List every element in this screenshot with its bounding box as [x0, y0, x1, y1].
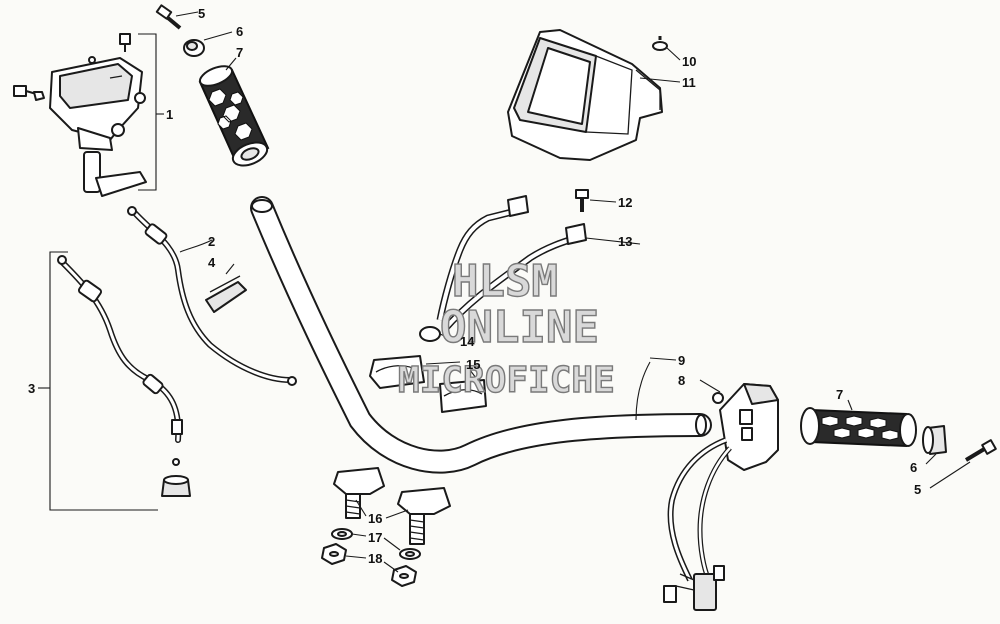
callout-6-right: 6 [910, 460, 917, 475]
callout-10: 10 [682, 54, 696, 69]
callout-7-right: 7 [836, 387, 843, 402]
handlebar [250, 196, 712, 474]
callout-7-top: 7 [236, 45, 243, 60]
callout-8: 8 [678, 373, 685, 388]
callout-6-top: 6 [236, 24, 243, 39]
handlebar-end-left [251, 199, 273, 213]
handlebar-end-right [695, 414, 707, 436]
callout-leaders [635, 357, 677, 421]
callout-11: 11 [682, 75, 696, 90]
watermark-line3: MICROFICHE [398, 360, 615, 401]
bar-clamps [369, 355, 487, 413]
callout-16: 16 [368, 511, 382, 526]
callout-12: 12 [618, 195, 632, 210]
bar-end-cap-right [922, 425, 947, 465]
watermark-line2: ONLINE [440, 302, 599, 353]
callout-5-right: 5 [914, 482, 921, 497]
bracket-3 [38, 251, 158, 511]
grip-top [198, 57, 270, 167]
switch-housing [699, 379, 779, 471]
leaders-16 [355, 499, 409, 519]
callout-5-top: 5 [198, 6, 205, 21]
grip-right [800, 399, 917, 448]
throttle-cable [127, 206, 297, 386]
wiring-harness [663, 437, 732, 611]
cable-clip [205, 263, 247, 313]
headlight-pod [507, 29, 681, 161]
callout-9: 9 [678, 353, 685, 368]
bar-end-cap-top [183, 31, 233, 57]
callout-1: 1 [166, 107, 173, 122]
bracket-1 [138, 33, 164, 191]
callout-3: 3 [28, 381, 35, 396]
callout-labels: 1 2 3 4 5 5 6 6 7 7 8 9 10 11 12 13 14 1… [28, 6, 921, 566]
washers [331, 528, 421, 560]
grip-screw-top [155, 4, 199, 30]
riser-right [397, 487, 451, 545]
bracket-bolt [575, 189, 617, 212]
pod-mount-bracket [419, 195, 641, 343]
watermark: HLSM ONLINE MICROFICHE [397, 255, 615, 401]
callout-18: 18 [368, 551, 382, 566]
callout-4: 4 [208, 255, 216, 270]
brake-cable [57, 255, 191, 497]
watermark-line1: HLSM [452, 256, 558, 307]
callout-14: 14 [460, 334, 475, 349]
throttle-housing [49, 56, 147, 197]
callout-2: 2 [208, 234, 215, 249]
callout-17: 17 [368, 530, 382, 545]
throttle-screws [13, 33, 131, 101]
callout-13: 13 [618, 234, 632, 249]
nuts [321, 543, 417, 587]
pod-screw [652, 36, 681, 61]
callout-15: 15 [466, 357, 480, 372]
grip-screw-right [929, 439, 997, 489]
